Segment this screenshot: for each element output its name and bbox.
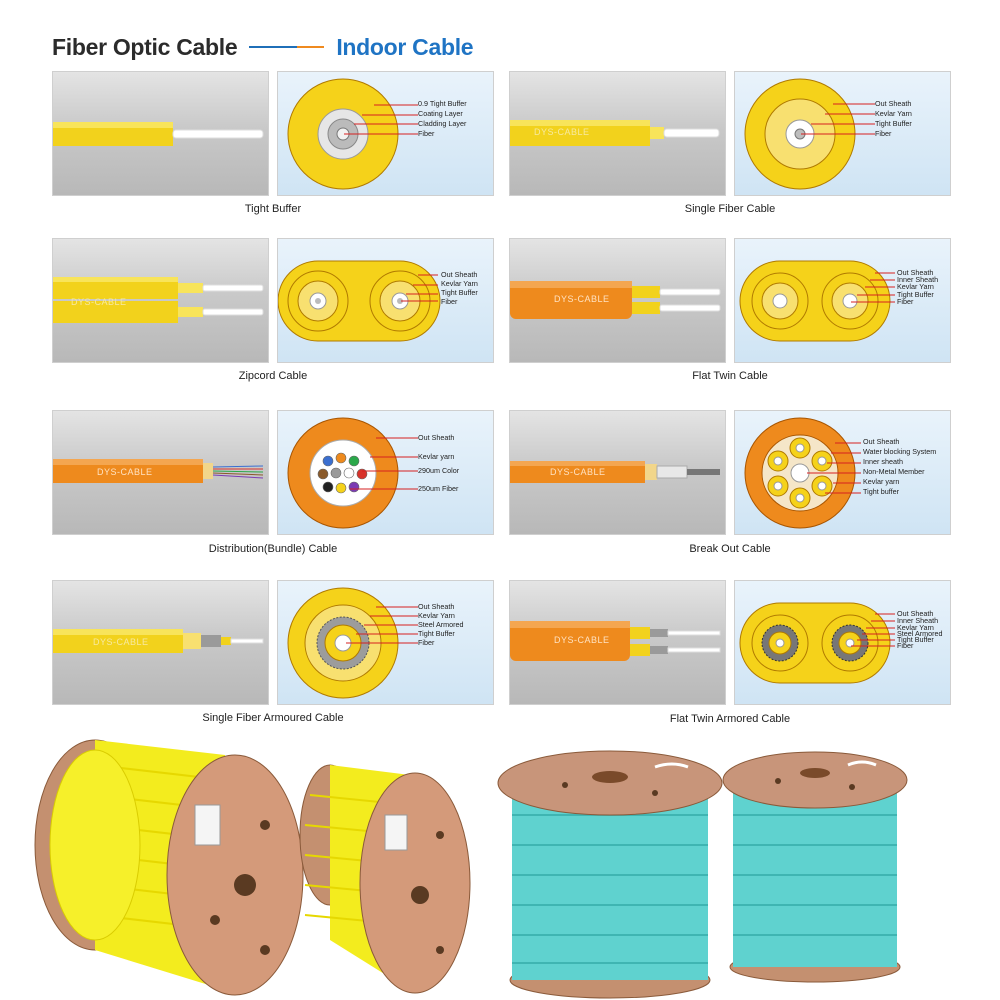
cross-section-diagram: Out Sheath Kevlar Yarn Tight Buffer Fibe… xyxy=(734,71,951,196)
label-2: Cladding Layer xyxy=(418,119,467,128)
cable-caption: Zipcord Cable xyxy=(238,370,308,382)
label-0: Out Sheath xyxy=(897,268,934,277)
label-2: Inner sheath xyxy=(863,457,903,466)
label-0: Out Sheath xyxy=(875,99,912,108)
label-0: Out Sheath xyxy=(418,433,455,442)
brand-label: DYS-CABLE xyxy=(554,635,610,645)
cable-caption: Distribution(Bundle) Cable xyxy=(208,543,338,555)
cross-section-diagram: Out Sheath Kevlar Yarn Steel Armored Tig… xyxy=(277,580,494,705)
label-0: Out Sheath xyxy=(897,609,934,618)
label-2: Kevlar Yarn xyxy=(897,282,934,291)
brand-label: DYS-CABLE xyxy=(71,297,127,307)
yellow-spool-small xyxy=(299,764,471,994)
cable-caption: Tight Buffer xyxy=(244,203,302,215)
cross-section-diagram: Out Sheath Kevlar yarn 290um Color 250um… xyxy=(277,410,494,535)
cable-photo: DYS-CABLE xyxy=(509,71,726,196)
brand-label: DYS-CABLE xyxy=(93,637,149,647)
label-1: Kevlar Yarn xyxy=(441,279,478,288)
cross-section-diagram: Out Sheath Kevlar Yarn Tight Buffer Fibe… xyxy=(277,238,494,363)
brand-label: DYS-CABLE xyxy=(554,294,610,304)
label-3: Non-Metal Member xyxy=(863,467,925,476)
label-5: Fiber xyxy=(897,641,914,650)
label-3: Tight Buffer xyxy=(418,629,455,638)
label-0: 0.9 Tight Buffer xyxy=(418,99,467,108)
label-4: Kevlar yarn xyxy=(863,477,900,486)
label-4: Fiber xyxy=(418,638,435,647)
label-1: Inner Sheath xyxy=(897,616,939,625)
cable-photo: DYS-CABLE xyxy=(52,410,269,535)
label-3: Fiber xyxy=(875,129,892,138)
cross-section-diagram: Out Sheath Water blocking System Inner s… xyxy=(734,410,951,535)
label-2: Steel Armored xyxy=(418,620,464,629)
label-1: Kevlar yarn xyxy=(418,452,455,461)
cable-photo xyxy=(52,71,269,196)
label-3: Steel Armored xyxy=(897,629,943,638)
label-1: Kevlar Yarn xyxy=(875,109,912,118)
cross-section-diagram: Out Sheath Inner Sheath Kevlar Yarn Tigh… xyxy=(734,238,951,363)
yellow-spool-large xyxy=(34,739,304,996)
page-subtitle: Indoor Cable xyxy=(336,33,474,60)
label-3: Tight Buffer xyxy=(897,290,934,299)
label-0: Out Sheath xyxy=(863,437,900,446)
aqua-spool-small xyxy=(722,751,908,983)
cable-photo: DYS-CABLE xyxy=(52,238,269,363)
label-1: Inner Sheath xyxy=(897,275,939,284)
cross-section-diagram: 0.9 Tight Buffer Coating Layer Cladding … xyxy=(277,71,494,196)
label-3: 250um Fiber xyxy=(418,484,459,493)
label-3: Fiber xyxy=(441,297,458,306)
cable-photo: DYS-CABLE xyxy=(52,580,269,705)
label-1: Coating Layer xyxy=(418,109,463,118)
cable-spools-photo xyxy=(0,735,1000,1000)
cross-section-diagram: Out Sheath Inner Sheath Kevlar Yarn Stee… xyxy=(734,580,951,705)
cable-caption: Single Fiber Cable xyxy=(684,203,776,215)
label-1: Kevlar Yarn xyxy=(418,611,455,620)
label-4: Tight Buffer xyxy=(897,635,934,644)
cable-caption: Break Out Cable xyxy=(689,543,771,555)
cable-caption: Flat Twin Armored Cable xyxy=(669,713,791,725)
label-0: Out Sheath xyxy=(441,270,478,279)
cable-caption: Flat Twin Cable xyxy=(692,370,768,382)
cable-caption: Single Fiber Armoured Cable xyxy=(202,712,344,724)
page-header: Fiber Optic Cable Indoor Cable xyxy=(52,30,474,64)
cable-photo: DYS-CABLE xyxy=(509,410,726,535)
brand-label: DYS-CABLE xyxy=(534,127,590,137)
label-4: Fiber xyxy=(897,297,914,306)
label-0: Out Sheath xyxy=(418,602,455,611)
cable-photo: DYS-CABLE xyxy=(509,238,726,363)
cable-photo: DYS-CABLE xyxy=(509,580,726,705)
brand-label: DYS-CABLE xyxy=(550,467,606,477)
label-3: Fiber xyxy=(418,129,435,138)
title-divider xyxy=(249,45,325,49)
page-title: Fiber Optic Cable xyxy=(52,33,238,60)
brand-label: DYS-CABLE xyxy=(97,467,153,477)
label-2: Kevlar Yarn xyxy=(897,623,934,632)
label-2: Tight Buffer xyxy=(875,119,912,128)
aqua-spool-large xyxy=(497,750,723,999)
label-2: Tight Buffer xyxy=(441,288,478,297)
label-2: 290um Color xyxy=(418,466,460,475)
label-5: Tight buffer xyxy=(863,487,899,496)
label-1: Water blocking System xyxy=(863,447,937,456)
